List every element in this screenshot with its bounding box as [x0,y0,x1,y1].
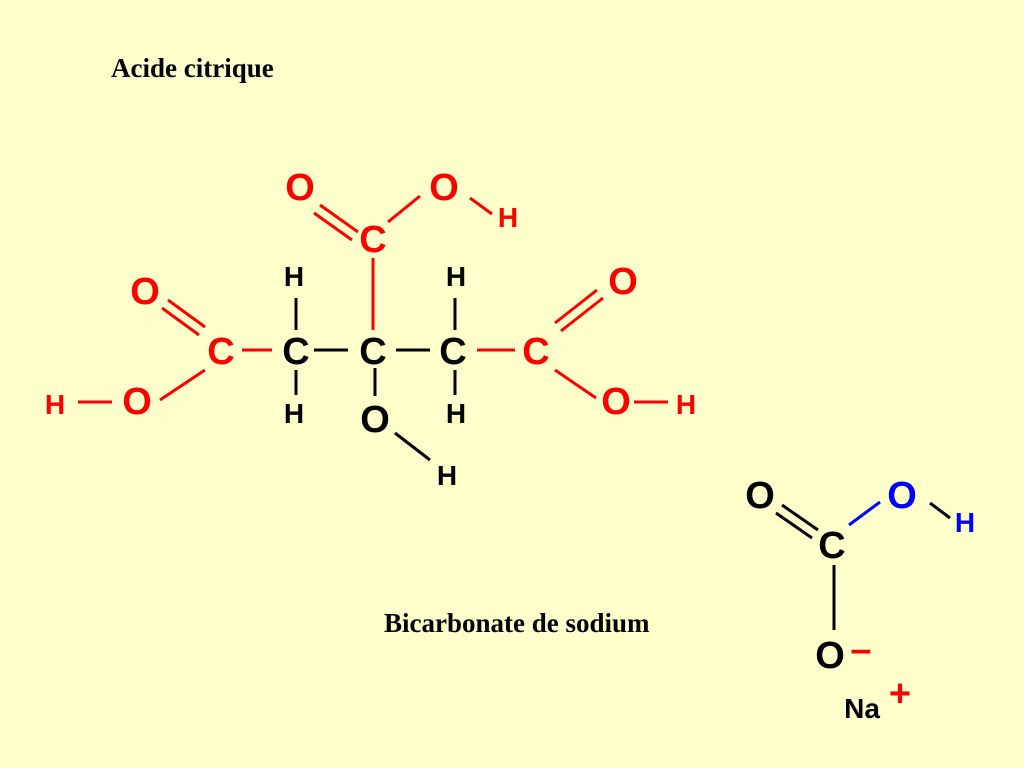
bond-left-c-o-double-b [161,306,200,337]
bond-bicarb-c-o-hydroxyl [848,500,881,527]
atom-na: Na [844,693,880,724]
atom-bicarb-o-hydroxyl: O [887,475,917,517]
atom-h-ch2-left-bottom: H [284,398,304,429]
atom-c-right-carboxyl: C [522,331,549,373]
atom-bicarb-o-double: O [745,475,775,517]
atom-bicarb-o-minus: O [815,635,845,677]
bond-left-c-o-double-a [167,298,206,329]
atom-h-ch2-left-top: H [284,261,304,292]
bond-bicarb-c-o-double-a [781,503,819,532]
atom-o-central-hydroxyl: O [360,399,390,441]
atom-o-top-double: O [285,167,315,209]
atom-h-left-hydroxyl: H [45,389,65,420]
bicarbonate-bonds [775,500,951,630]
atom-c-ch2-right: C [439,331,466,373]
atom-c-top-carboxyl: C [359,219,386,261]
citric-acid-bonds [78,194,668,462]
sodium-bicarbonate-title: Bicarbonate de sodium [384,608,650,638]
atom-h-top-hydroxyl: H [498,202,518,233]
bicarbonate-atoms: O O H C O – Na + [745,475,975,724]
minus-charge: – [850,629,871,671]
bond-bicarb-o-h [929,501,951,520]
atom-c-ch2-left: C [282,331,309,373]
bond-top-c-o-double-b [313,211,353,242]
atom-c-central: C [359,331,386,373]
bond-left-c-o-single [159,368,206,402]
bond-top-c-o-double-a [319,203,359,234]
bond-right-c-o-double-b [560,296,604,333]
bond-right-c-o-single [554,368,597,400]
atom-h-ch2-right-top: H [446,261,466,292]
atom-o-top-hydroxyl: O [429,167,459,209]
atom-bicarb-c: C [818,525,845,567]
citric-acid-title: Acide citrique [111,53,274,83]
atom-o-left-double: O [130,271,160,313]
bond-right-c-o-double-a [554,288,598,325]
bond-o-h [394,431,431,462]
bond-bicarb-c-o-double-b [775,511,813,540]
atom-h-central-hydroxyl: H [437,460,457,491]
atom-o-left-hydroxyl: O [122,381,152,423]
atom-c-left-carboxyl: C [207,331,234,373]
atom-h-right-hydroxyl: H [676,389,696,420]
atom-h-ch2-right-bottom: H [446,398,466,429]
bond-top-o-h [469,196,493,216]
plus-charge: + [889,673,911,715]
atom-o-right-hydroxyl: O [601,381,631,423]
citric-acid-atoms: O O H C O C O H O C O H C C C H H H H O … [45,167,696,491]
atom-o-right-double: O [608,261,638,303]
bond-top-c-o-single [387,194,421,224]
atom-bicarb-h: H [955,507,975,538]
